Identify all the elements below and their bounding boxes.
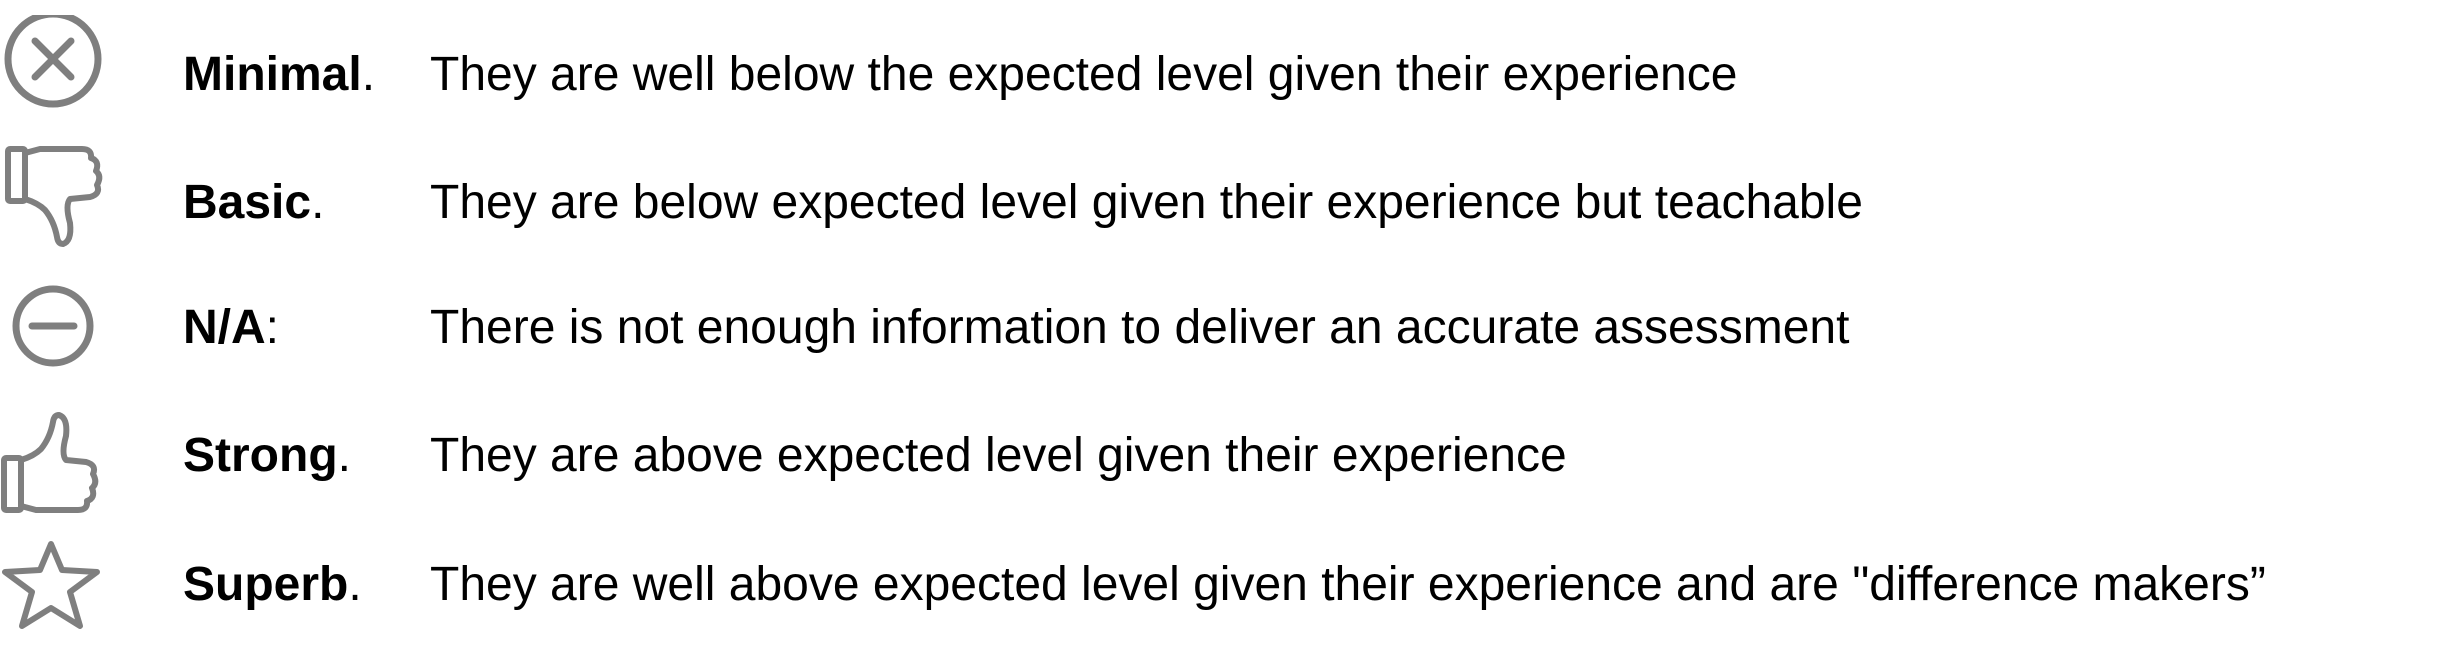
thumbs-up-icon bbox=[0, 396, 110, 516]
rating-label: Strong. bbox=[183, 432, 351, 480]
x-circle-icon bbox=[0, 15, 110, 135]
rating-label: Basic. bbox=[183, 179, 324, 227]
rating-punctuation: . bbox=[337, 429, 351, 482]
rating-name: N/A bbox=[183, 301, 266, 354]
rating-name: Superb bbox=[183, 558, 349, 611]
rating-label: Minimal. bbox=[183, 51, 375, 99]
rating-punctuation: . bbox=[348, 558, 362, 611]
rating-description: They are well below the expected level g… bbox=[430, 48, 1738, 101]
rating-punctuation: . bbox=[361, 48, 376, 101]
rating-row-superb: Superb. They are well above expected lev… bbox=[0, 525, 2442, 645]
rating-row-basic: Basic. They are below expected level giv… bbox=[0, 143, 2442, 263]
rating-label: N/A: bbox=[183, 304, 279, 352]
star-outline-icon bbox=[0, 525, 110, 645]
rating-description: They are below expected level given thei… bbox=[430, 176, 1863, 229]
rating-row-na: N/A: There is not enough information to … bbox=[0, 268, 2442, 388]
rating-name: Minimal bbox=[183, 48, 362, 101]
rating-description: They are above expected level given thei… bbox=[430, 429, 1567, 482]
rating-punctuation: . bbox=[311, 176, 325, 229]
rating-row-minimal: Minimal. They are well below the expecte… bbox=[0, 15, 2442, 135]
rating-description: They are well above expected level given… bbox=[430, 558, 2266, 611]
rating-label: Superb. bbox=[183, 561, 362, 609]
minus-circle-icon bbox=[0, 268, 110, 388]
rating-row-strong: Strong. They are above expected level gi… bbox=[0, 396, 2442, 516]
rating-punctuation: : bbox=[265, 301, 280, 354]
rating-description: There is not enough information to deliv… bbox=[430, 301, 1850, 354]
rating-name: Basic bbox=[183, 176, 312, 229]
rating-name: Strong bbox=[183, 429, 338, 482]
thumbs-down-icon bbox=[0, 143, 110, 263]
